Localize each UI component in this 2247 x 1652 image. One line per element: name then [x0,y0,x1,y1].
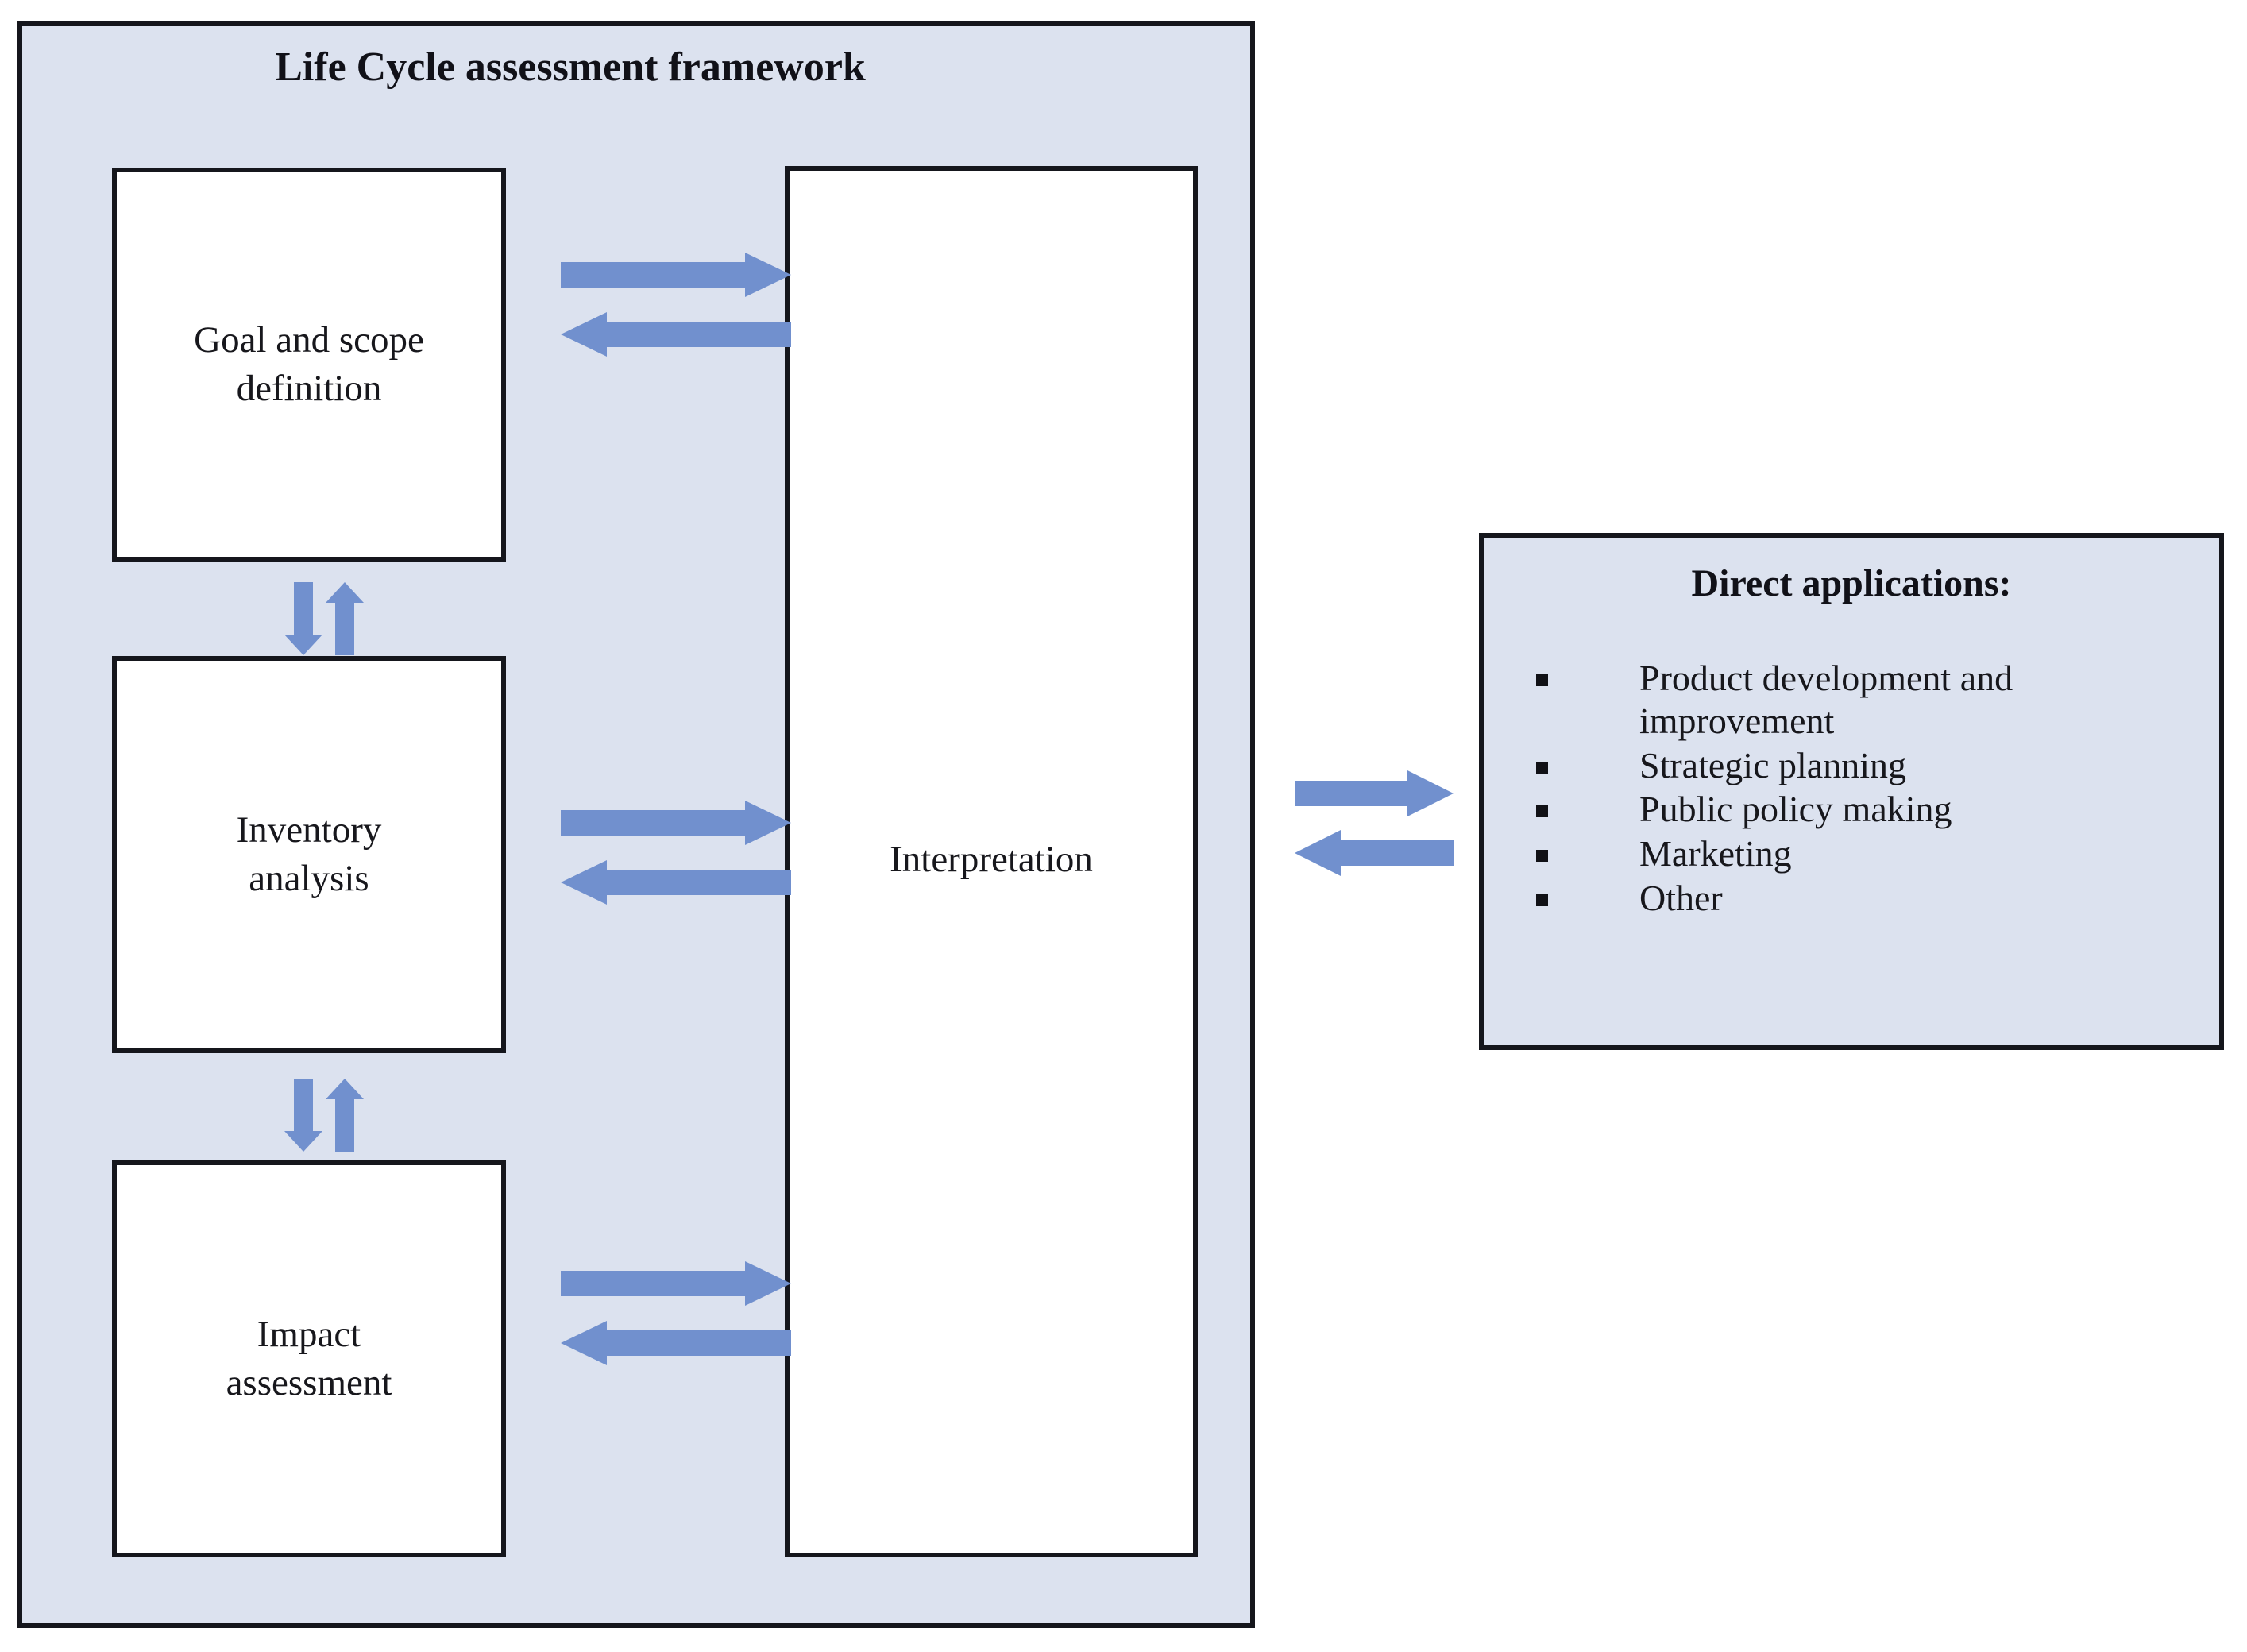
framework-title: Life Cycle assessment framework [275,44,866,90]
list-item: Other [1506,877,2205,920]
stage-label-interpretation: Interpretation [890,839,1093,881]
list-item-label: Strategic planning [1639,744,1906,785]
square-bullet-icon [1536,674,1548,686]
list-item: Product development and improvement [1506,657,2205,743]
direct-applications-title: Direct applications: [1691,562,2012,604]
list-item-label: Other [1639,878,1723,919]
list-item: Strategic planning [1506,744,2205,787]
list-item: Public policy making [1506,788,2205,831]
arrow-right-icon-interpretation-to-applications [1295,770,1454,816]
arrow-right-icon-inventory-to-interpretation [561,801,791,845]
arrow-up-icon-inventory-to-goal [326,582,364,655]
list-item: Marketing [1506,832,2205,875]
list-item-label: Marketing [1639,833,1792,874]
direct-applications-container: Direct applications: Product development… [1479,533,2224,1050]
arrow-down-icon-goal-to-inventory [284,582,322,655]
square-bullet-icon [1536,761,1548,774]
direct-applications-list: Product development and improvement Stra… [1506,657,2205,921]
square-bullet-icon [1536,805,1548,818]
arrow-right-icon-goal-to-interpretation [561,253,791,297]
list-item-label: Public policy making [1639,789,1952,830]
arrow-left-icon-applications-to-interpretation [1295,830,1454,876]
arrow-down-icon-inventory-to-impact [284,1079,322,1152]
arrow-right-icon-impact-to-interpretation [561,1261,791,1306]
arrow-left-icon-interpretation-to-goal [561,312,791,357]
square-bullet-icon [1536,850,1548,863]
square-bullet-icon [1536,894,1548,907]
arrow-left-icon-interpretation-to-inventory [561,860,791,905]
arrow-left-icon-interpretation-to-impact [561,1321,791,1365]
list-item-label: Product development and improvement [1639,658,2013,741]
stage-box-interpretation: Interpretation [785,166,1198,1557]
arrow-up-icon-impact-to-inventory [326,1079,364,1152]
lca-framework-container: Life Cycle assessment framework Goal and… [17,21,1255,1628]
